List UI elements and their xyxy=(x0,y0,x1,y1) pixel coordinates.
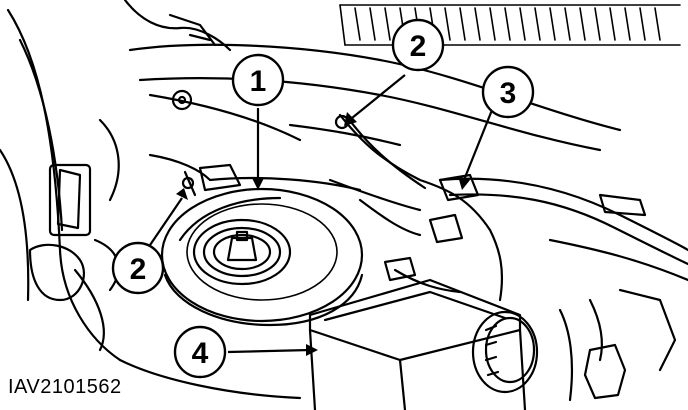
arrowhead-1 xyxy=(252,178,264,190)
cowl-grille xyxy=(339,4,681,46)
arrowhead-2-top xyxy=(344,112,357,126)
leader-3 xyxy=(462,109,494,181)
arrowheads xyxy=(176,112,470,356)
callout-label-2-top: 2 xyxy=(410,30,427,63)
right-components xyxy=(558,288,677,402)
bulkhead xyxy=(128,43,622,152)
arrowhead-4 xyxy=(306,344,318,356)
leader-4 xyxy=(227,348,311,354)
wiring-harness xyxy=(148,113,504,302)
leader-lines xyxy=(147,74,494,354)
callout-circle-3 xyxy=(481,65,535,119)
fuse-box xyxy=(308,278,527,410)
strut-mount xyxy=(192,218,292,286)
callout-label-1: 1 xyxy=(250,65,267,98)
callout-circle-4 xyxy=(173,325,227,379)
arrowhead-3 xyxy=(458,176,470,190)
callout-circle-2-left xyxy=(111,241,165,295)
callout-label-2-left: 2 xyxy=(130,253,147,286)
callout-circle-2-top xyxy=(391,18,445,72)
strut-tower xyxy=(160,187,364,327)
reservoir-cap xyxy=(471,310,539,394)
leader-2-left xyxy=(147,197,183,249)
callout-circle-1 xyxy=(231,53,285,107)
callout-label-4: 4 xyxy=(192,337,209,370)
callout-label-3: 3 xyxy=(500,77,517,110)
right-hoses xyxy=(438,177,688,282)
upper-harness xyxy=(123,0,232,52)
arrowhead-2-left xyxy=(176,188,188,200)
leader-2-top xyxy=(351,74,406,119)
left-fender xyxy=(0,8,302,400)
figure-code: IAV2101562 xyxy=(8,376,122,398)
left-brackets xyxy=(28,118,120,352)
